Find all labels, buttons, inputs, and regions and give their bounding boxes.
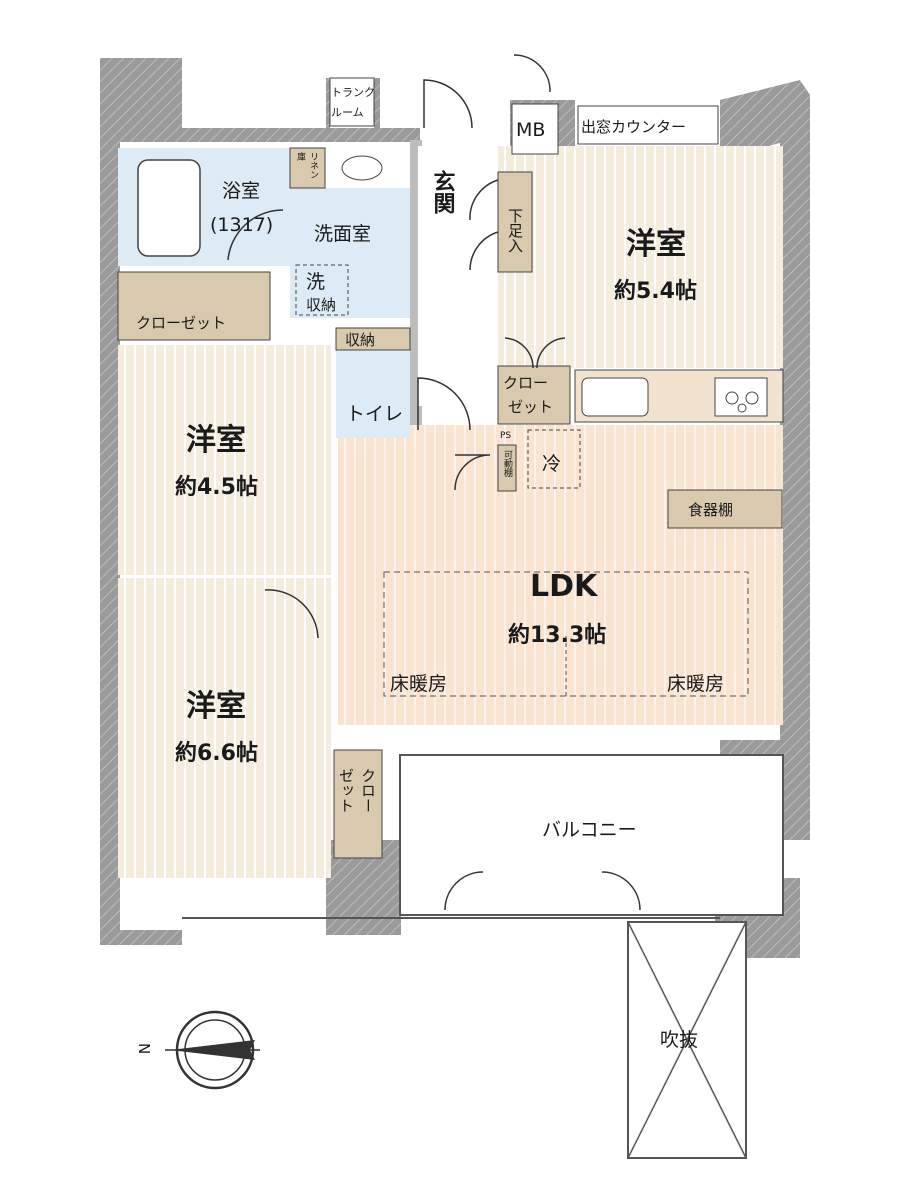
room-name-ldk: LDK — [530, 569, 599, 604]
storage-blocks — [117, 77, 784, 859]
closet-label-bath: クローゼット — [136, 314, 226, 332]
closet-label-lower-left-col2: ゼット — [337, 768, 355, 813]
movable-shelf-label: 可動棚 — [502, 450, 513, 478]
compass: N — [135, 1010, 260, 1090]
ps-label: PS — [500, 431, 511, 441]
cupboard-label: 食器棚 — [688, 501, 733, 519]
floors — [118, 146, 784, 1159]
entrance-label: 玄関 — [430, 169, 456, 215]
room-name-western-left-upper: 洋室 — [186, 423, 246, 458]
closet-label-top-right-line2: ゼット — [508, 398, 553, 416]
compass-north-label: N — [135, 1043, 153, 1054]
room-name-void: 吹抜 — [660, 1029, 698, 1051]
bath-size: (1317) — [210, 214, 273, 236]
closet-label-lower-left-col1: クロー — [359, 768, 377, 813]
washroom-storage-label: 収納 — [306, 296, 336, 314]
room-name-bath: 浴室 — [222, 180, 260, 202]
room-name-washroom: 洗面室 — [314, 223, 371, 245]
floor-heating-zone — [383, 571, 749, 697]
floor-heating-left: 床暖房 — [390, 673, 447, 695]
room-area-western-left-lower: 約6.6帖 — [175, 740, 258, 766]
linen-label-line2: 庫 — [295, 151, 306, 162]
window-counter-label: 出窓カウンター — [581, 118, 686, 136]
mb-label: MB — [516, 119, 545, 141]
floor-heating-right: 床暖房 — [667, 673, 724, 695]
room-name-toilet: トイレ — [346, 403, 403, 425]
closet-label-top-right-line1: クロー — [503, 374, 548, 392]
room-name-western-top-right: 洋室 — [626, 227, 686, 262]
labels: 洋室 約5.4帖 洋室 約4.5帖 洋室 約6.6帖 LDK 約13.3帖 床暖… — [136, 86, 733, 1051]
fridge-label: 冷 — [542, 453, 561, 475]
shoe-box-label: 下足入 — [506, 208, 524, 253]
linen-label-line1: リネン — [308, 152, 319, 179]
room-name-western-left-lower: 洋室 — [186, 689, 246, 724]
washer-label: 洗 — [306, 271, 325, 293]
room-area-western-top-right: 約5.4帖 — [614, 278, 697, 304]
room-area-western-left-upper: 約4.5帖 — [175, 474, 258, 500]
toilet-storage-label: 収納 — [345, 331, 375, 349]
room-area-ldk: 約13.3帖 — [508, 622, 606, 648]
trunk-room-label-line2: ルーム — [331, 106, 364, 119]
room-name-balcony: バルコニー — [542, 819, 637, 841]
trunk-room-label-line1: トランク — [331, 86, 375, 99]
doors — [227, 54, 641, 911]
